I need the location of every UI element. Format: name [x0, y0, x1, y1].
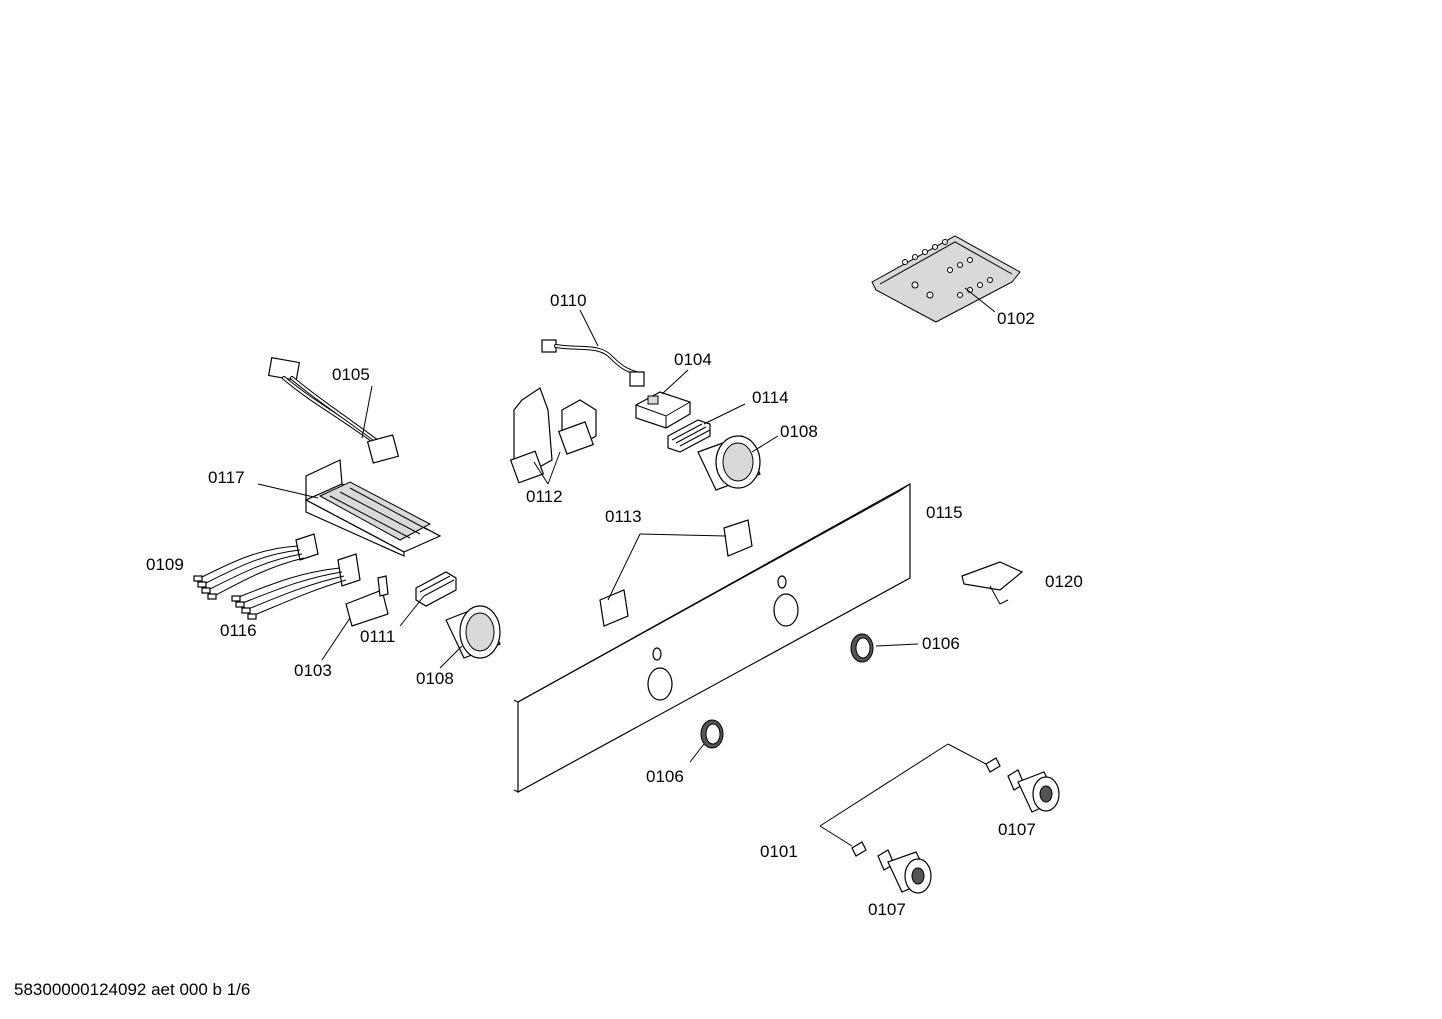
leader-0101-b — [947, 743, 987, 765]
label-0115: 0115 — [926, 503, 963, 522]
part-0106-ring-left — [700, 719, 724, 749]
part-0106-ring-right — [850, 633, 874, 663]
label-0117: 0117 — [208, 468, 245, 487]
leader-0102 — [964, 287, 996, 313]
part-0120-holder — [961, 561, 1024, 605]
part-0111-connector — [415, 571, 457, 607]
label-0106-left: 0106 — [646, 767, 684, 786]
label-0108-upper: 0108 — [780, 422, 818, 441]
leader-0117 — [257, 483, 319, 499]
leader-0105 — [361, 385, 373, 439]
part-0104-switch — [635, 391, 691, 429]
document-id-footer: 58300000124092 aet 000 b 1/6 — [14, 980, 251, 999]
leader-0106-right — [875, 643, 919, 647]
part-0115-control-panel — [513, 482, 911, 794]
label-0111: 0111 — [360, 627, 395, 646]
leader-0113-b — [607, 533, 641, 601]
part-0108-socket-upper — [697, 435, 761, 491]
leader-0108-upper — [751, 435, 779, 453]
part-0110-cable — [541, 339, 645, 387]
leader-0113-a — [639, 533, 727, 537]
label-0114: 0114 — [752, 388, 789, 407]
part-0107-knob-upper — [1007, 769, 1060, 813]
part-0113-clips — [599, 519, 753, 627]
label-0116: 0116 — [220, 621, 257, 640]
leader-0110 — [579, 309, 599, 347]
label-0105: 0105 — [332, 365, 370, 384]
part-0109-wires — [193, 533, 319, 600]
part-0107-knob-lower — [877, 849, 932, 894]
label-0104: 0104 — [674, 350, 712, 369]
leader-0106-left — [689, 743, 705, 763]
part-0105-wire-harness — [267, 357, 400, 464]
leader-0112-a — [533, 461, 549, 485]
label-0103: 0103 — [294, 661, 332, 680]
leader-0114 — [703, 403, 746, 425]
label-0102: 0102 — [997, 309, 1035, 328]
leader-0111 — [399, 595, 425, 627]
part-0101-springs — [851, 757, 1001, 857]
part-0114-connector — [667, 419, 711, 453]
leader-0108-lower — [439, 645, 463, 669]
label-0110: 0110 — [550, 291, 587, 310]
part-0117-switch-block — [304, 459, 442, 557]
leader-0101-c — [819, 825, 853, 847]
label-0120: 0120 — [1045, 572, 1083, 591]
leader-0112-b — [547, 451, 561, 485]
leader-0104 — [661, 369, 689, 395]
label-0108-lower: 0108 — [416, 669, 454, 688]
part-0112-brackets — [509, 387, 597, 484]
label-0109: 0109 — [146, 555, 184, 574]
part-0102-screw-bag — [871, 235, 1021, 323]
label-0112: 0112 — [526, 487, 563, 506]
leader-0101-a — [819, 743, 949, 827]
label-0107-lower: 0107 — [868, 900, 906, 919]
label-0113: 0113 — [605, 507, 642, 526]
part-0108-socket-lower — [445, 605, 501, 659]
part-0103-bracket — [345, 575, 389, 627]
label-0107-upper: 0107 — [998, 820, 1036, 839]
label-0101: 0101 — [760, 842, 798, 861]
leader-0103 — [321, 617, 351, 661]
part-0116-wires — [231, 553, 361, 620]
label-0106-right: 0106 — [922, 634, 960, 653]
